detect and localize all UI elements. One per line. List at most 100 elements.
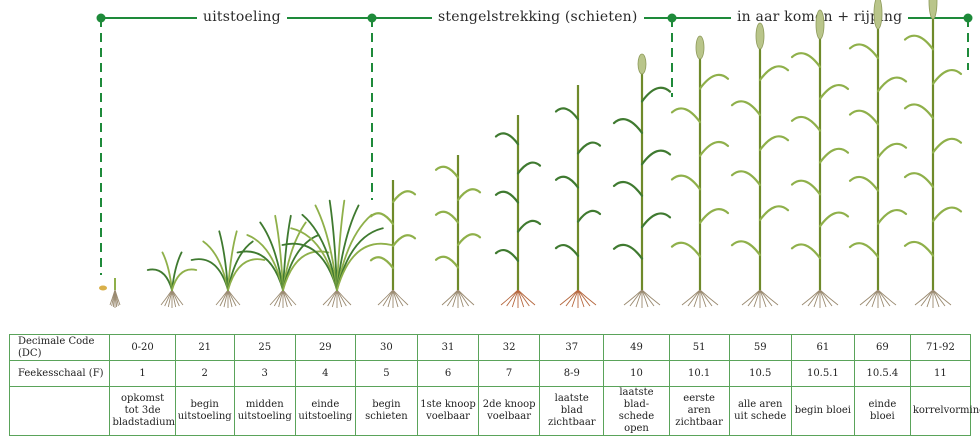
- feekes-cell: 5: [354, 360, 418, 387]
- dc-cell: 32: [478, 334, 541, 361]
- feekes-cell: 10.5.1: [790, 360, 855, 387]
- leaf: [903, 172, 935, 188]
- leaf: [218, 230, 229, 291]
- root: [641, 289, 661, 306]
- dc-cell: 69: [853, 334, 911, 361]
- leaf: [576, 209, 602, 223]
- root: [753, 289, 761, 308]
- root: [747, 289, 761, 307]
- description-line: begin: [372, 399, 401, 410]
- leaf: [876, 76, 908, 93]
- root: [382, 289, 394, 307]
- leaf: [790, 52, 822, 68]
- leaf: [931, 68, 963, 85]
- dc-cell: 0-20: [109, 334, 176, 361]
- phase-label-uitstoeling: uitstoeling: [197, 9, 287, 25]
- root: [506, 289, 519, 307]
- leaf: [818, 83, 850, 100]
- description-line: zichtbaar: [675, 417, 723, 428]
- leaf: [494, 190, 520, 204]
- root: [577, 289, 591, 307]
- leaf: [698, 208, 730, 224]
- stage-description-cell: laatste blad-schede open: [603, 386, 670, 436]
- stage-description-cell: korrelvorming: [909, 386, 980, 436]
- leaf: [931, 206, 963, 223]
- leaf: [758, 135, 790, 152]
- dc-cell: 29: [294, 334, 356, 361]
- root: [446, 289, 459, 307]
- leaf: [640, 86, 672, 103]
- feekes-cell: 10.5.4: [853, 360, 911, 387]
- leaf: [931, 137, 963, 154]
- wheat-plant: [903, 0, 963, 308]
- leaf: [161, 251, 173, 291]
- leaf: [903, 103, 935, 120]
- root: [457, 289, 475, 306]
- leaf: [190, 258, 229, 291]
- leaf: [818, 147, 850, 164]
- root: [577, 289, 597, 306]
- root: [629, 289, 643, 307]
- leaf: [790, 115, 822, 132]
- description-line: uitstoeling: [237, 411, 292, 422]
- wheat-ear: [873, 0, 883, 30]
- root: [759, 289, 773, 307]
- leaf: [758, 205, 790, 222]
- root: [932, 289, 952, 306]
- leaf: [391, 190, 417, 204]
- root: [819, 289, 839, 306]
- description-line: uit schede: [734, 411, 787, 422]
- wheat-ear: [695, 35, 705, 60]
- wheat-plant: [236, 214, 330, 308]
- leaf: [848, 242, 880, 258]
- root: [517, 289, 536, 306]
- description-line: 2de knoop: [482, 399, 536, 410]
- leaf: [730, 170, 762, 187]
- plant-growth-illustration: [99, 0, 963, 308]
- leaf: [554, 107, 580, 121]
- feekes-cell: 2: [174, 360, 235, 387]
- phase-label-stengelstrekking: stengelstrekking (schieten): [432, 9, 644, 25]
- description-row-label: [8, 386, 111, 436]
- description-line: zichtbaar: [547, 417, 596, 428]
- leaf: [670, 241, 702, 258]
- leaf: [391, 234, 417, 248]
- leaf: [336, 242, 393, 291]
- feekes-cell: 10.5: [728, 360, 792, 387]
- dc-cell: 61: [790, 334, 855, 361]
- leaf: [554, 175, 580, 189]
- leaf: [612, 243, 644, 260]
- dc-cell: 59: [728, 334, 792, 361]
- root: [813, 289, 821, 308]
- dc-cell: 30: [354, 334, 418, 361]
- description-line: einde: [311, 399, 340, 410]
- root: [865, 289, 879, 307]
- root: [327, 289, 338, 307]
- description-line: begin: [190, 399, 219, 410]
- root: [819, 289, 833, 307]
- dc-cell: 37: [539, 334, 605, 361]
- leaf: [456, 188, 482, 202]
- leaf: [730, 100, 762, 117]
- stage-description-cell: begin bloei: [790, 386, 855, 436]
- description-line: laatste blad: [554, 393, 589, 416]
- leaf: [369, 212, 395, 226]
- seed: [99, 285, 107, 291]
- root: [877, 289, 897, 306]
- leaf: [876, 208, 908, 225]
- feekes-cell: 1: [109, 360, 176, 387]
- wheat-plant: [281, 199, 393, 308]
- leaf: [516, 219, 542, 233]
- leaf: [876, 142, 908, 159]
- wheat-ear: [755, 22, 765, 50]
- root: [336, 289, 347, 307]
- leaf: [494, 132, 520, 146]
- root: [114, 289, 121, 306]
- root: [457, 289, 470, 307]
- leaf: [227, 258, 266, 291]
- root: [219, 289, 229, 307]
